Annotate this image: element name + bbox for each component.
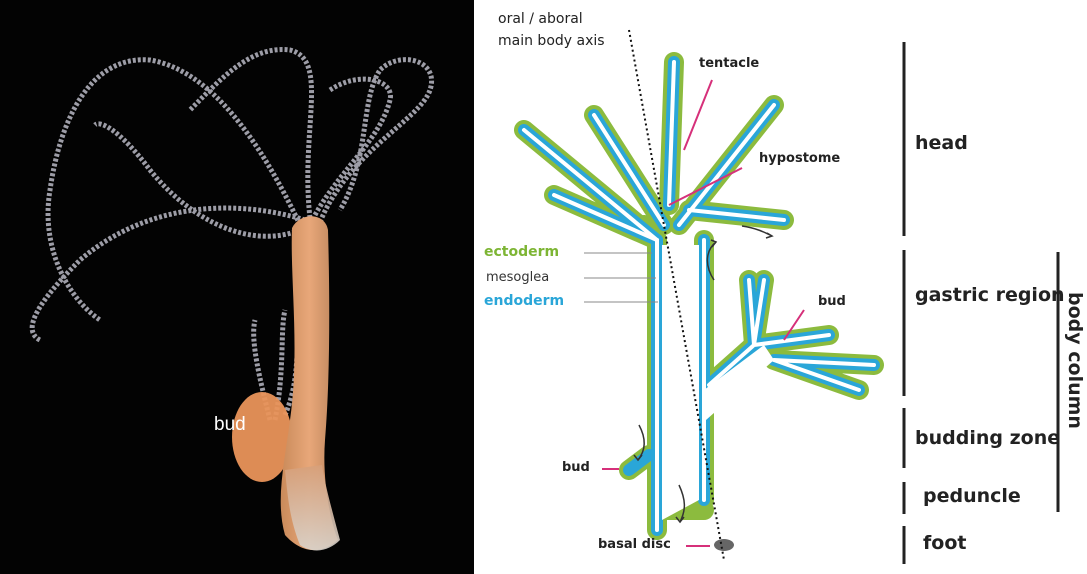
photo-tentacles [32, 50, 431, 420]
hydra-diagram: oral / aboral main body axis tentacle hy… [474, 0, 1087, 574]
ectoderm-label: ectoderm [484, 244, 559, 260]
gastric-region-label: gastric region [915, 284, 1065, 306]
head-label: head [915, 132, 968, 154]
photo-bud [232, 392, 292, 482]
hypostome-label: hypostome [759, 151, 840, 166]
endoderm-label: endoderm [484, 293, 564, 309]
peduncle-label: peduncle [923, 485, 1021, 507]
tentacle-label: tentacle [699, 56, 759, 71]
axis-label-line2: main body axis [498, 32, 605, 50]
hydra-photograph: bud [0, 0, 474, 574]
layer-pointer-lines [584, 253, 658, 302]
basal-disc-label: basal disc [598, 537, 671, 552]
bud-lower-label: bud [562, 460, 590, 475]
basal-disc-shape [714, 539, 734, 551]
body-column-label: body column [1064, 292, 1086, 429]
photo-bud-label: bud [214, 414, 246, 436]
axis-label-line1: oral / aboral [498, 10, 583, 28]
hydra-photo-illustration [0, 0, 474, 574]
mesoglea-label: mesoglea [486, 270, 549, 285]
bud-upper-label: bud [818, 294, 846, 309]
tentacle-pointer [684, 80, 712, 150]
budding-zone-label: budding zone [915, 427, 1060, 449]
foot-label: foot [923, 532, 966, 554]
